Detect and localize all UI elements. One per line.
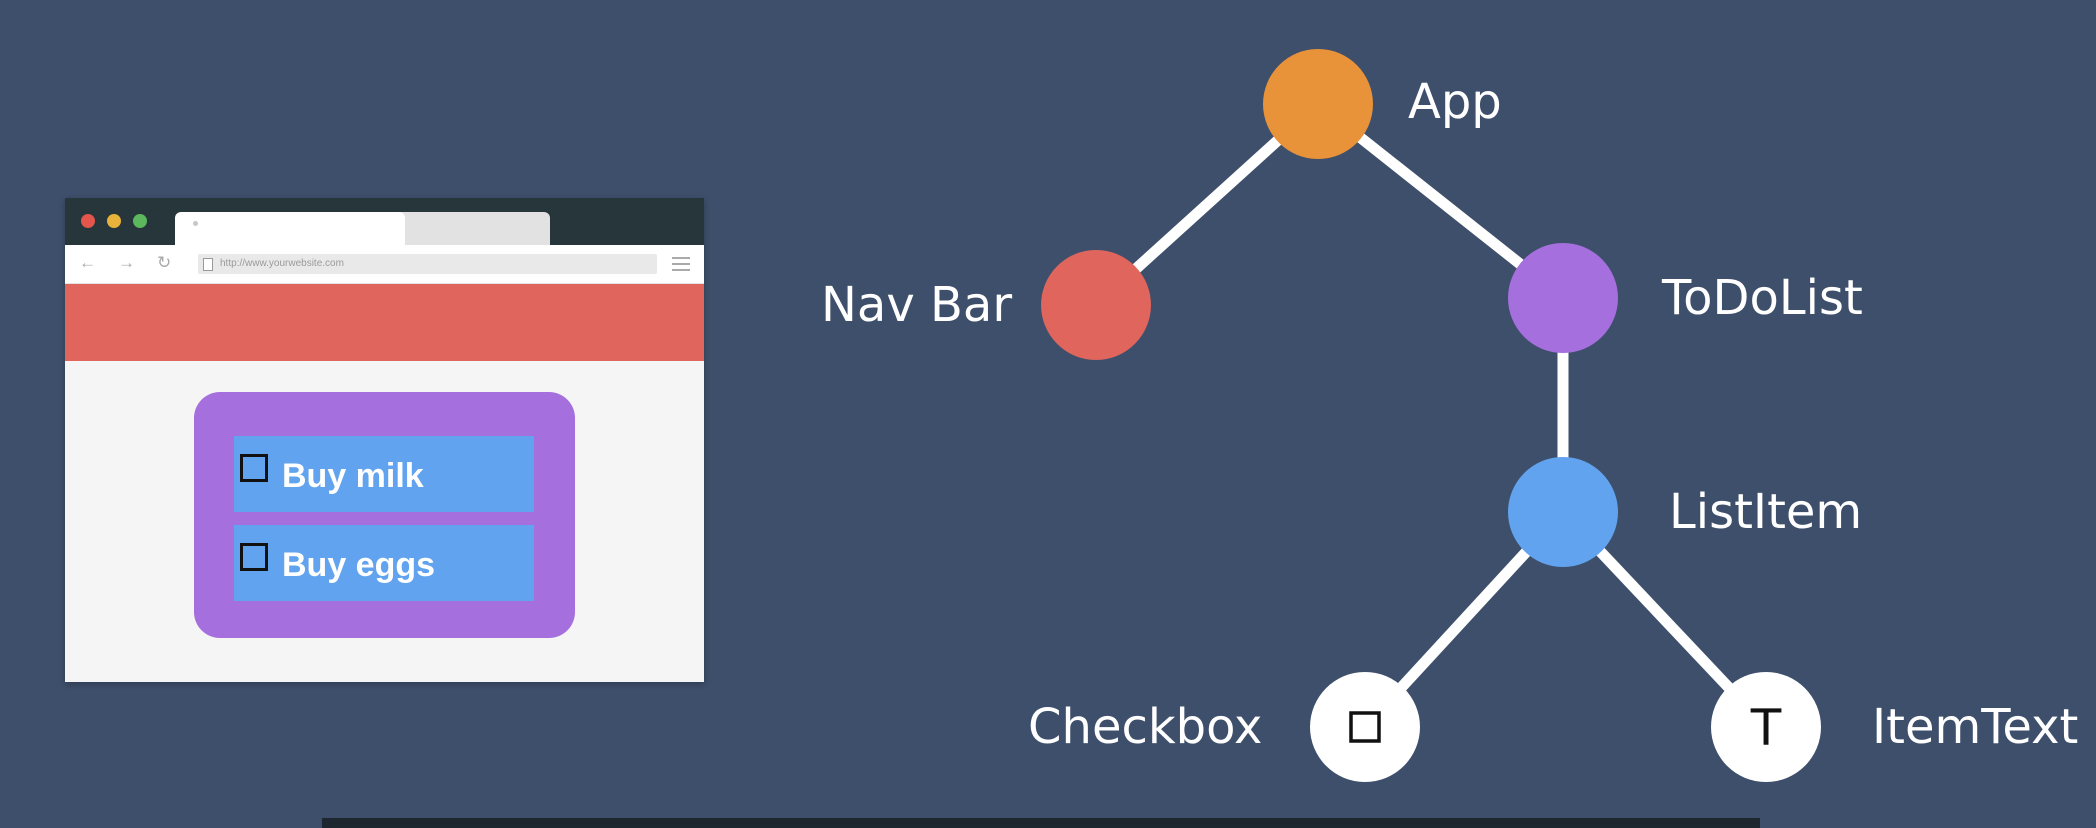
browser-toolbar: ← → ↻ http://www.yourwebsite.com <box>65 245 704 284</box>
tree-node-listitem <box>1508 457 1618 567</box>
node-label-app: App <box>1408 74 1502 130</box>
node-label-checkbox: Checkbox <box>1028 699 1263 755</box>
browser-titlebar <box>65 198 704 245</box>
video-control-strip <box>322 818 1760 828</box>
checkbox-icon <box>240 543 268 571</box>
tree-node-checkbox <box>1310 672 1420 782</box>
mock-list-item: Buy eggs <box>234 525 534 601</box>
close-window-dot <box>81 214 95 228</box>
tree-node-app <box>1263 49 1373 159</box>
node-label-itemtext: ItemText <box>1872 699 2079 755</box>
list-item-text: Buy milk <box>282 457 424 495</box>
node-label-todolist: ToDoList <box>1662 270 1863 326</box>
tree-node-itemtext <box>1711 672 1821 782</box>
node-label-listitem: ListItem <box>1669 484 1863 540</box>
tree-node-todolist <box>1508 243 1618 353</box>
checkbox-square-icon <box>1349 711 1381 743</box>
hamburger-menu-icon <box>672 257 690 275</box>
minimize-window-dot <box>107 214 121 228</box>
reload-icon: ↻ <box>157 253 172 272</box>
mock-todo-list: Buy milk Buy eggs <box>194 392 575 638</box>
forward-arrow-icon: → <box>118 253 135 272</box>
browser-tab-active <box>175 212 405 245</box>
mock-list-item: Buy milk <box>234 436 534 512</box>
node-label-navbar: Nav Bar <box>821 277 1013 333</box>
page-document-icon <box>203 258 213 271</box>
list-item-text: Buy eggs <box>282 546 436 584</box>
address-bar-url: http://www.yourwebsite.com <box>220 258 344 269</box>
browser-mockup: ← → ↻ http://www.yourwebsite.com Buy mil… <box>65 198 704 682</box>
tree-node-navbar <box>1041 250 1151 360</box>
checkbox-icon <box>240 454 268 482</box>
address-bar: http://www.yourwebsite.com <box>198 254 657 274</box>
mock-nav-bar <box>65 284 704 361</box>
maximize-window-dot <box>133 214 147 228</box>
text-T-icon: T <box>1750 699 1782 757</box>
back-arrow-icon: ← <box>79 253 96 272</box>
